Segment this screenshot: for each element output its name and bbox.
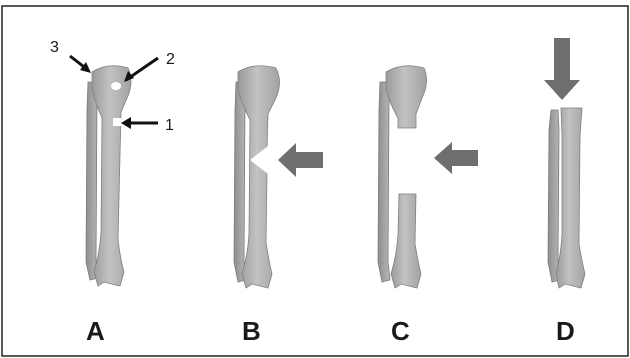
panel-label-b: B [242, 316, 261, 346]
panel-label-a: A [86, 316, 105, 346]
panel-a: 1 2 3 A [50, 39, 175, 346]
callout-arrowhead-1 [121, 117, 131, 129]
callout-3: 3 [50, 39, 59, 56]
fibula-a [86, 82, 98, 280]
grey-arrow-c [434, 142, 478, 174]
fibula-d [548, 110, 560, 282]
fibula-c [378, 82, 390, 282]
panel-d: D [544, 38, 585, 346]
grey-arrow-b [278, 143, 323, 177]
tibia-proximal-c [386, 66, 427, 128]
fibula-b [234, 82, 246, 282]
defect-2-a [111, 82, 121, 90]
tibia-d [556, 108, 585, 288]
panel-c: C [378, 66, 478, 346]
callout-1: 1 [165, 117, 174, 134]
callout-2: 2 [166, 51, 175, 68]
tibia-distal-c [391, 194, 421, 288]
panel-label-c: C [391, 316, 410, 346]
panel-label-d: D [556, 316, 575, 346]
panel-b: B [234, 66, 323, 346]
defect-1-a [113, 118, 121, 126]
tibia-a [92, 66, 131, 286]
grey-arrow-d [544, 38, 580, 100]
